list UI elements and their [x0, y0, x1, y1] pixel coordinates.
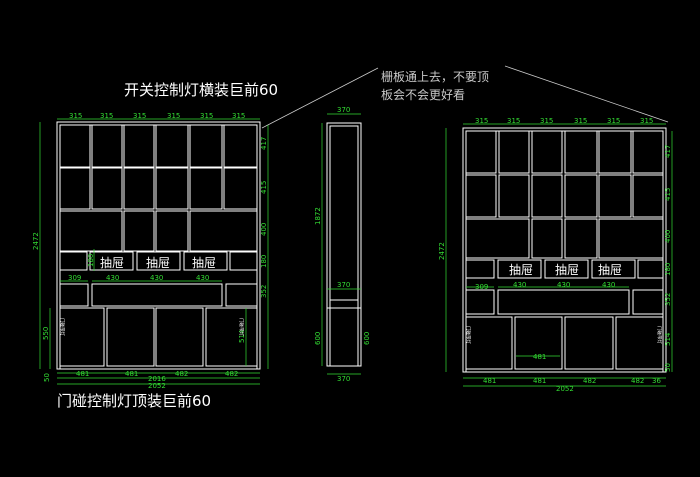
dim-417-left: 417: [260, 137, 268, 150]
dim-600-side-a: 600: [314, 332, 322, 345]
dimension-lines: [39, 113, 673, 387]
drawer-labels: 抽屉 抽屉 抽屉 抽屉 抽屉 抽屉: [100, 256, 622, 277]
drawer-label-r1: 抽屉: [509, 263, 533, 277]
drawer-label-l2: 抽屉: [146, 256, 170, 270]
dim-400-left: 400: [260, 223, 268, 236]
dim-180-right: 180: [664, 263, 672, 276]
dim-r36: 36: [652, 377, 661, 385]
dim-400-right: 400: [664, 230, 672, 243]
dim-315-5: 315: [200, 112, 213, 120]
dim-315-1: 315: [69, 112, 82, 120]
dim-50-left: 50: [43, 373, 51, 382]
dimension-text: 315 315 315 315 315 315 481 481 482 482 …: [68, 106, 661, 393]
dim-2472-left: 2472: [32, 232, 40, 250]
dim-2472-right: 2472: [438, 242, 446, 260]
dim-415-right: 415: [664, 188, 672, 201]
dim-600-side-b: 600: [363, 332, 371, 345]
dim-r481-inner: 481: [533, 353, 546, 361]
note-switch-light: 开关控制灯横装巨前60: [124, 81, 279, 99]
door-tag-l2: 门碰带灯: [238, 318, 245, 336]
drawer-label-r3: 抽屉: [598, 263, 622, 277]
dim-417-right: 417: [664, 145, 672, 158]
left-elevation: [56, 121, 261, 370]
note-leader-lines: [261, 65, 669, 129]
dim-415-left: 415: [260, 181, 268, 194]
dim-430-l3: 430: [196, 274, 209, 282]
door-tag-l1: 门碰带灯: [59, 318, 66, 336]
right-elevation: [462, 127, 667, 373]
dim-315-3: 315: [133, 112, 146, 120]
dim-r315-2: 315: [507, 117, 520, 125]
dim-2016: 2016: [148, 375, 166, 383]
dim-352-left: 352: [260, 285, 268, 298]
dim-2052-right: 2052: [556, 385, 574, 393]
dim-430-l2: 430: [150, 274, 163, 282]
dim-180-left: 180: [260, 255, 268, 268]
dim-514-left: 514: [238, 329, 246, 343]
drawer-label-l1: 抽屉: [100, 256, 124, 270]
door-tag-r1: 门碰带灯: [465, 326, 472, 344]
dim-514-right: 514: [664, 332, 672, 346]
door-tag-r2: 门碰带灯: [656, 326, 663, 344]
dim-481-2: 481: [125, 370, 138, 378]
dim-r430-3: 430: [602, 281, 615, 289]
note-grille-suggestion: 栅板通上去，不要顶板会不会更好看: [381, 70, 490, 102]
dim-r315-3: 315: [540, 117, 553, 125]
dim-r315-6: 315: [640, 117, 653, 125]
dim-482-1: 482: [175, 370, 188, 378]
side-elevation: [326, 122, 362, 367]
dim-481-1: 481: [76, 370, 89, 378]
dim-370-bottom: 370: [337, 375, 350, 383]
dim-430-l1: 430: [106, 274, 119, 282]
door-tags: 门碰带灯 门碰带灯 门碰带灯 门碰带灯: [59, 318, 663, 344]
dim-r309: 309: [475, 283, 488, 291]
dim-180-drawer: 180: [87, 254, 95, 267]
vertical-dimension-text: 2472 550 50 417 415 400 180 352 514 180 …: [32, 137, 672, 382]
dim-315-2: 315: [100, 112, 113, 120]
dim-2052-left: 2052: [148, 382, 166, 390]
dim-r481-2: 481: [533, 377, 546, 385]
drawer-label-l3: 抽屉: [192, 256, 216, 270]
dim-50-right: 50: [664, 363, 672, 372]
dim-r482-1: 482: [583, 377, 596, 385]
dim-550-left: 550: [42, 327, 50, 340]
dim-309-left: 309: [68, 274, 81, 282]
dim-r315-4: 315: [574, 117, 587, 125]
dim-482-2: 482: [225, 370, 238, 378]
dim-r315-5: 315: [607, 117, 620, 125]
dim-r430-1: 430: [513, 281, 526, 289]
dim-r430-2: 430: [557, 281, 570, 289]
dim-r481-1: 481: [483, 377, 496, 385]
drawer-label-r2: 抽屉: [555, 263, 579, 277]
dim-352-right: 352: [664, 293, 672, 306]
dim-r315-1: 315: [475, 117, 488, 125]
dim-r482-2: 482: [631, 377, 644, 385]
dim-315-6: 315: [232, 112, 245, 120]
dim-370-mid: 370: [337, 281, 350, 289]
dim-370-top: 370: [337, 106, 350, 114]
dim-1872: 1872: [314, 207, 322, 225]
note-door-light: 门碰控制灯顶装巨前60: [57, 392, 212, 410]
dim-315-4: 315: [167, 112, 180, 120]
